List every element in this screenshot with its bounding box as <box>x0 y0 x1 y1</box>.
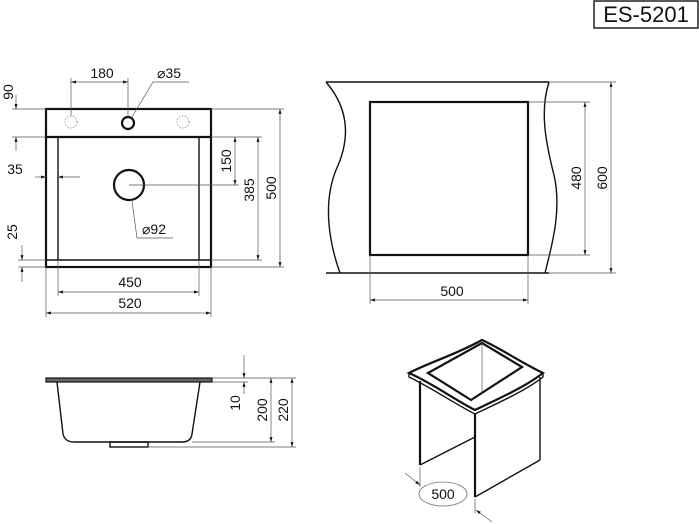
dim-bowl-depth: 200 <box>254 398 270 422</box>
dim-inner-width: 450 <box>118 274 142 290</box>
dim-rim-depth: 90 <box>0 84 16 100</box>
optional-hole-left <box>64 115 78 129</box>
dim-side-rim: 35 <box>7 161 23 177</box>
dim-rim-thickness: 10 <box>227 395 243 411</box>
cutout-view: 480 600 500 <box>325 81 616 304</box>
dim-faucet-hole: ⌀35 <box>157 65 181 81</box>
dim-cabinet-width: 500 <box>440 283 464 299</box>
isometric-view: 500 <box>404 338 546 523</box>
dim-cabinet-depth: 600 <box>594 166 610 190</box>
dim-inner-depth: 385 <box>241 178 257 202</box>
dim-faucet-spacing: 180 <box>90 65 114 81</box>
model-label: ES-5201 <box>593 0 699 29</box>
dim-outer-width: 520 <box>118 295 142 311</box>
dim-drain-offset: 150 <box>218 149 234 173</box>
dim-front-rim: 25 <box>4 224 20 240</box>
dim-iso-width: 500 <box>431 486 455 502</box>
dim-outer-depth: 500 <box>263 176 279 200</box>
dim-total-depth: 220 <box>275 398 291 422</box>
side-view: 10 200 220 <box>45 355 296 448</box>
faucet-hole <box>120 115 136 131</box>
dim-cutout-depth: 480 <box>568 166 584 190</box>
dim-drain-diameter: ⌀92 <box>142 221 166 237</box>
optional-hole-right <box>176 115 190 129</box>
model-number: ES-5201 <box>603 2 689 27</box>
top-view: 180 ⌀35 90 35 25 150 385 500 ⌀92 4 <box>0 65 284 317</box>
